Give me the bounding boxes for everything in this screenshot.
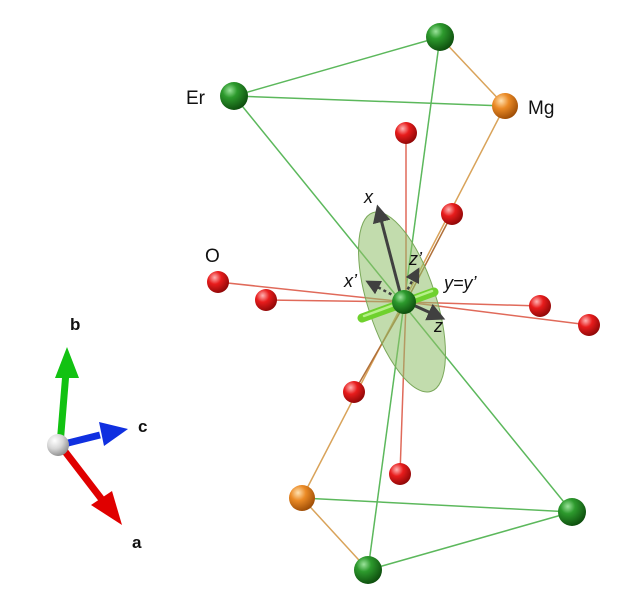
- triad-label-c: c: [138, 417, 147, 436]
- label-o: O: [205, 246, 220, 267]
- bond-line: [367, 511, 573, 571]
- oxygen-atom: [441, 203, 463, 225]
- triad-label-b: b: [70, 315, 80, 334]
- oxygen-atom: [207, 271, 229, 293]
- erbium-atom: [220, 82, 248, 110]
- bond-line: [233, 95, 506, 107]
- oxygen-atom: [389, 463, 411, 485]
- label-er: Er: [186, 88, 206, 109]
- triad-label-a: a: [132, 533, 142, 552]
- magnesium-atom: [492, 93, 518, 119]
- erbium-atom: [558, 498, 586, 526]
- triad-origin: [47, 434, 69, 456]
- triad-b-arrowhead: [55, 347, 79, 378]
- erbium-atom: [354, 556, 382, 584]
- triad-b-shaft: [56, 371, 70, 446]
- erbium-atom: [426, 23, 454, 51]
- erbium-atom-central: [392, 290, 416, 314]
- label-z-prime: z’: [408, 249, 423, 269]
- triad-a-arrowhead: [91, 491, 122, 525]
- oxygen-atom: [395, 122, 417, 144]
- axis-triad: b c a: [47, 315, 147, 552]
- magnesium-atoms: [289, 93, 518, 511]
- oxygen-atoms: [207, 122, 600, 485]
- oxygen-atom: [255, 289, 277, 311]
- label-y-equals-y-prime: y=y’: [442, 273, 478, 293]
- label-mg: Mg: [528, 98, 554, 119]
- bond-line: [439, 36, 506, 107]
- oxygen-atom: [578, 314, 600, 336]
- triad-c-arrowhead: [99, 422, 128, 446]
- label-x-prime: x’: [343, 271, 358, 291]
- oxygen-atom: [529, 295, 551, 317]
- x-axis-arrow: [372, 204, 404, 301]
- erbium-atoms: [220, 23, 586, 584]
- magnesium-atom: [289, 485, 315, 511]
- oxygen-atom: [343, 381, 365, 403]
- bond-line: [233, 36, 441, 97]
- label-x: x: [363, 187, 374, 207]
- triad-a-shaft: [57, 442, 106, 504]
- bond-line: [301, 497, 369, 571]
- bond-line: [301, 497, 573, 513]
- label-z: z: [433, 316, 443, 336]
